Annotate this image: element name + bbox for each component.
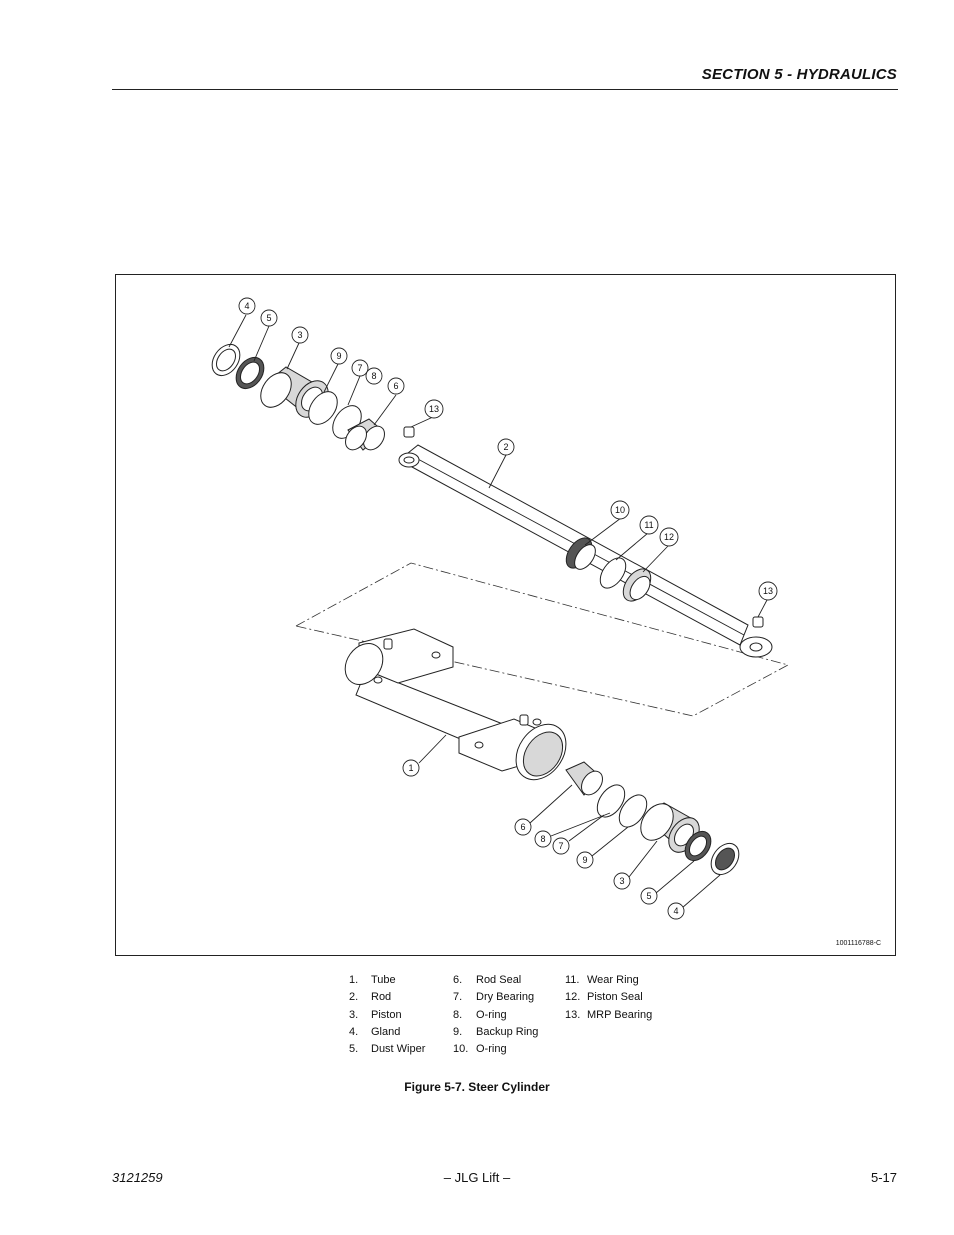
assembly-plane — [294, 562, 790, 717]
legend-item: 4.Gland — [349, 1025, 401, 1038]
svg-text:4: 4 — [673, 906, 678, 916]
legend-item: 7.Dry Bearing — [453, 991, 535, 1004]
footer-publisher: – JLG Lift – — [443, 1170, 511, 1185]
leader-lines — [228, 314, 768, 909]
svg-text:4: 4 — [244, 301, 249, 311]
wear-ring-part — [599, 557, 627, 589]
legend-item: 9.Backup Ring — [453, 1025, 539, 1038]
svg-text:3: 3 — [297, 330, 302, 340]
callout-13-lower-rod: 13 — [758, 581, 778, 601]
svg-text:1: 1 — [408, 763, 413, 773]
svg-text:6: 6 — [520, 822, 525, 832]
callout-4-lower: 4 — [667, 902, 685, 920]
callout-11: 11 — [639, 515, 659, 535]
svg-text:8: 8 — [371, 371, 376, 381]
steer-cylinder-drawing: 4 5 3 9 7 8 6 13 2 10 11 12 13 1 6 8 7 9… — [211, 297, 790, 920]
svg-text:9: 9 — [336, 351, 341, 361]
legend-item: 6.Rod Seal — [453, 974, 522, 986]
svg-text:13: 13 — [429, 404, 439, 414]
legend-column-3: 11.Wear Ring 12.Piston Seal 13.MRP Beari… — [565, 972, 652, 1024]
dust-wiper-part-upper — [235, 356, 265, 390]
svg-text:6: 6 — [393, 381, 398, 391]
callout-10: 10 — [610, 500, 630, 520]
svg-text:11: 11 — [644, 520, 653, 530]
callout-12: 12 — [659, 527, 679, 547]
piston-seal-part — [622, 568, 652, 602]
o-ring-part-10 — [565, 537, 596, 570]
callout-9-lower: 9 — [576, 851, 594, 869]
callout-13-upper: 13 — [424, 399, 444, 419]
header-rule — [112, 89, 898, 90]
svg-text:13: 13 — [763, 586, 773, 596]
legend-item: 8.O-ring — [453, 1008, 507, 1021]
svg-text:8: 8 — [540, 834, 545, 844]
callout-3-lower: 3 — [613, 872, 631, 890]
backup-ring-part-upper — [308, 391, 338, 425]
rod-seal-part-upper — [345, 418, 385, 451]
legend-column-2: 6.Rod Seal 7.Dry Bearing 8.O-ring 9.Back… — [453, 972, 538, 1058]
legend-column-1: 1.Tube 2.Rod 3.Piston 4.Gland 5.Dust Wip… — [349, 972, 425, 1058]
callout-5-upper: 5 — [260, 309, 278, 327]
callout-4-upper: 4 — [238, 297, 256, 315]
legend-item: 1.Tube — [349, 974, 396, 986]
figure-caption: Figure 5-7. Steer Cylinder — [404, 1080, 550, 1094]
callout-8-upper: 8 — [365, 367, 383, 385]
figure-frame: 4 5 3 9 7 8 6 13 2 10 11 12 13 1 6 8 7 9… — [115, 274, 896, 956]
callout-7-lower: 7 — [552, 837, 570, 855]
legend-item: 2.Rod — [349, 991, 392, 1004]
callout-8-lower: 8 — [534, 830, 552, 848]
svg-text:5: 5 — [266, 313, 271, 323]
o-ring-part-lower — [596, 784, 626, 818]
callout-5-lower: 5 — [640, 887, 658, 905]
callout-6-lower: 6 — [514, 818, 532, 836]
legend-item: 12.Piston Seal — [565, 991, 643, 1004]
footer-page-number: 5-17 — [870, 1170, 897, 1185]
svg-text:7: 7 — [357, 363, 362, 373]
dust-wiper-part-lower — [684, 830, 712, 862]
svg-text:3: 3 — [619, 876, 624, 886]
backup-ring-part-lower — [618, 794, 648, 828]
callout-9-upper: 9 — [330, 347, 348, 365]
svg-text:12: 12 — [664, 532, 674, 542]
gland-part-lower — [710, 842, 740, 876]
legend-item: 13.MRP Bearing — [565, 1008, 653, 1021]
callout-3-upper: 3 — [291, 326, 309, 344]
drawing-id: 1001116788-C — [835, 940, 881, 947]
callout-2: 2 — [497, 438, 515, 456]
rod-eye-lower — [749, 642, 763, 652]
callout-7-upper: 7 — [351, 359, 369, 377]
legend-item: 3.Piston — [349, 1008, 402, 1021]
svg-text:7: 7 — [558, 841, 563, 851]
legend-item: 5.Dust Wiper — [349, 1043, 426, 1056]
svg-text:10: 10 — [615, 505, 625, 515]
legend-item: 11.Wear Ring — [565, 974, 639, 986]
svg-text:2: 2 — [503, 442, 508, 452]
gland-part-upper — [211, 343, 241, 377]
tube-part — [344, 628, 567, 781]
svg-text:5: 5 — [646, 891, 651, 901]
svg-text:9: 9 — [582, 855, 587, 865]
rod-seal-part-lower — [565, 761, 603, 796]
footer-doc-number: 3121259 — [112, 1170, 163, 1185]
callout-6-upper: 6 — [387, 377, 405, 395]
section-title: SECTION 5 - HYDRAULICS — [701, 66, 897, 83]
legend-item: 10.O-ring — [453, 1043, 507, 1056]
callout-1: 1 — [402, 759, 420, 777]
